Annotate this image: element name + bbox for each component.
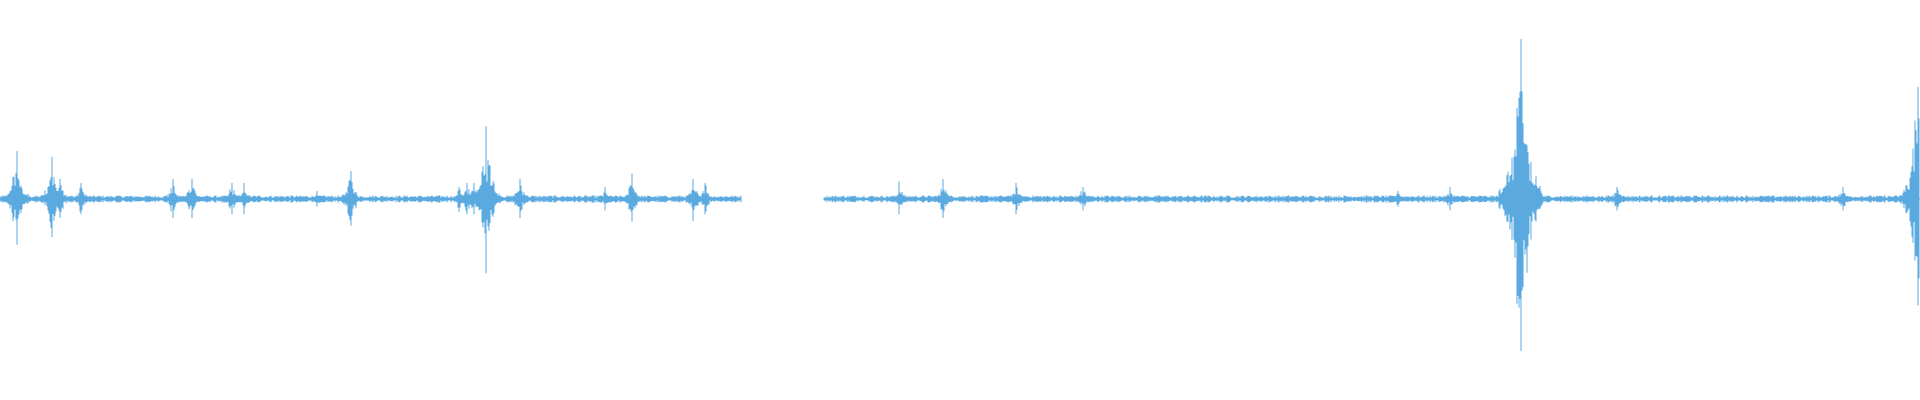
waveform-peak — [1442, 187, 1457, 211]
waveform-peak — [621, 173, 644, 222]
waveform-peak — [891, 181, 909, 215]
waveform-peak — [1899, 87, 1920, 306]
waveform-peak — [470, 126, 502, 274]
waveform-peak — [180, 179, 204, 218]
waveform-peak — [932, 179, 954, 218]
waveform-peak — [1834, 187, 1850, 211]
waveform-peak — [71, 183, 91, 215]
waveform-peak — [1392, 191, 1406, 207]
waveform-peak — [1609, 187, 1626, 211]
waveform-peak — [234, 183, 252, 215]
waveform-peak — [311, 191, 323, 207]
waveform-noise-floor — [0, 195, 1920, 203]
waveform-peak — [51, 179, 72, 218]
waveform-peak — [1007, 183, 1025, 215]
waveform-peak — [597, 187, 613, 211]
waveform-peak — [1498, 39, 1544, 351]
waveform-peak — [510, 179, 531, 218]
waveform-peak — [161, 179, 184, 218]
waveform-peak — [2, 151, 31, 245]
waveform-peak — [697, 183, 714, 215]
waveform-peak — [1074, 187, 1092, 211]
waveform-peak — [339, 171, 363, 226]
